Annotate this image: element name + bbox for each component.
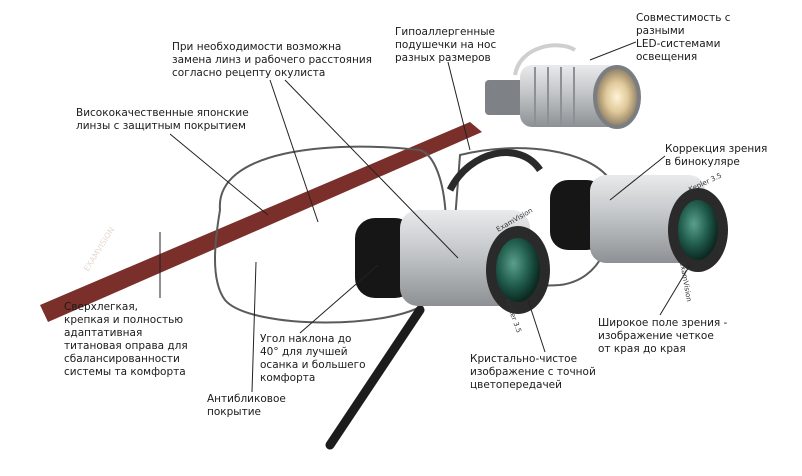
callout-led-compatibility: Совместимость с разными LED-системами ос… — [636, 12, 731, 63]
leader-wide — [659, 264, 691, 316]
leader-crystal — [527, 299, 546, 353]
callout-japanese-lenses: Висококачественные японские линзы с защи… — [76, 107, 249, 132]
leader-lens-replace-1 — [269, 79, 319, 223]
leader-correction — [609, 155, 666, 201]
led-lens — [593, 65, 641, 129]
bridge — [446, 149, 543, 192]
led-bracket — [485, 80, 530, 115]
leader-pads — [447, 61, 471, 151]
leader-antiglare — [251, 261, 257, 393]
callout-crystal-image: Кристально-чистое изображение с точной ц… — [470, 353, 596, 391]
led-fins — [534, 67, 575, 125]
callout-lens-replacement: При необходимости возможна замена линз и… — [172, 41, 372, 79]
left-loupe-lens — [496, 238, 540, 302]
leader-japanese — [169, 133, 269, 216]
temple-arm — [40, 122, 482, 322]
temple-brand-text: EXAMVISION — [82, 225, 116, 273]
led-cable — [513, 43, 577, 76]
right-loupe-lens — [678, 200, 718, 260]
headband-wire — [325, 305, 425, 450]
callout-antiglare-coating: Антибликовое покрытие — [207, 393, 286, 418]
leader-lines — [159, 41, 691, 393]
callout-tilt-angle: Угол наклона до 40° для лучшей осанка и … — [260, 333, 366, 384]
leader-lens-replace-2 — [284, 79, 459, 259]
callout-vision-correction: Коррекция зрения в бинокуляре — [665, 143, 768, 168]
leader-angle — [299, 264, 379, 334]
callout-titanium-frame: Сверхлегкая, крепкая и полностью адаптат… — [64, 301, 188, 378]
callout-wide-field: Широкое поле зрения - изображение четкое… — [598, 317, 728, 355]
callout-nose-pads: Гипоаллергенные подушечки на нос разных … — [395, 26, 497, 64]
leader-led — [589, 41, 637, 61]
led-body — [520, 65, 620, 127]
